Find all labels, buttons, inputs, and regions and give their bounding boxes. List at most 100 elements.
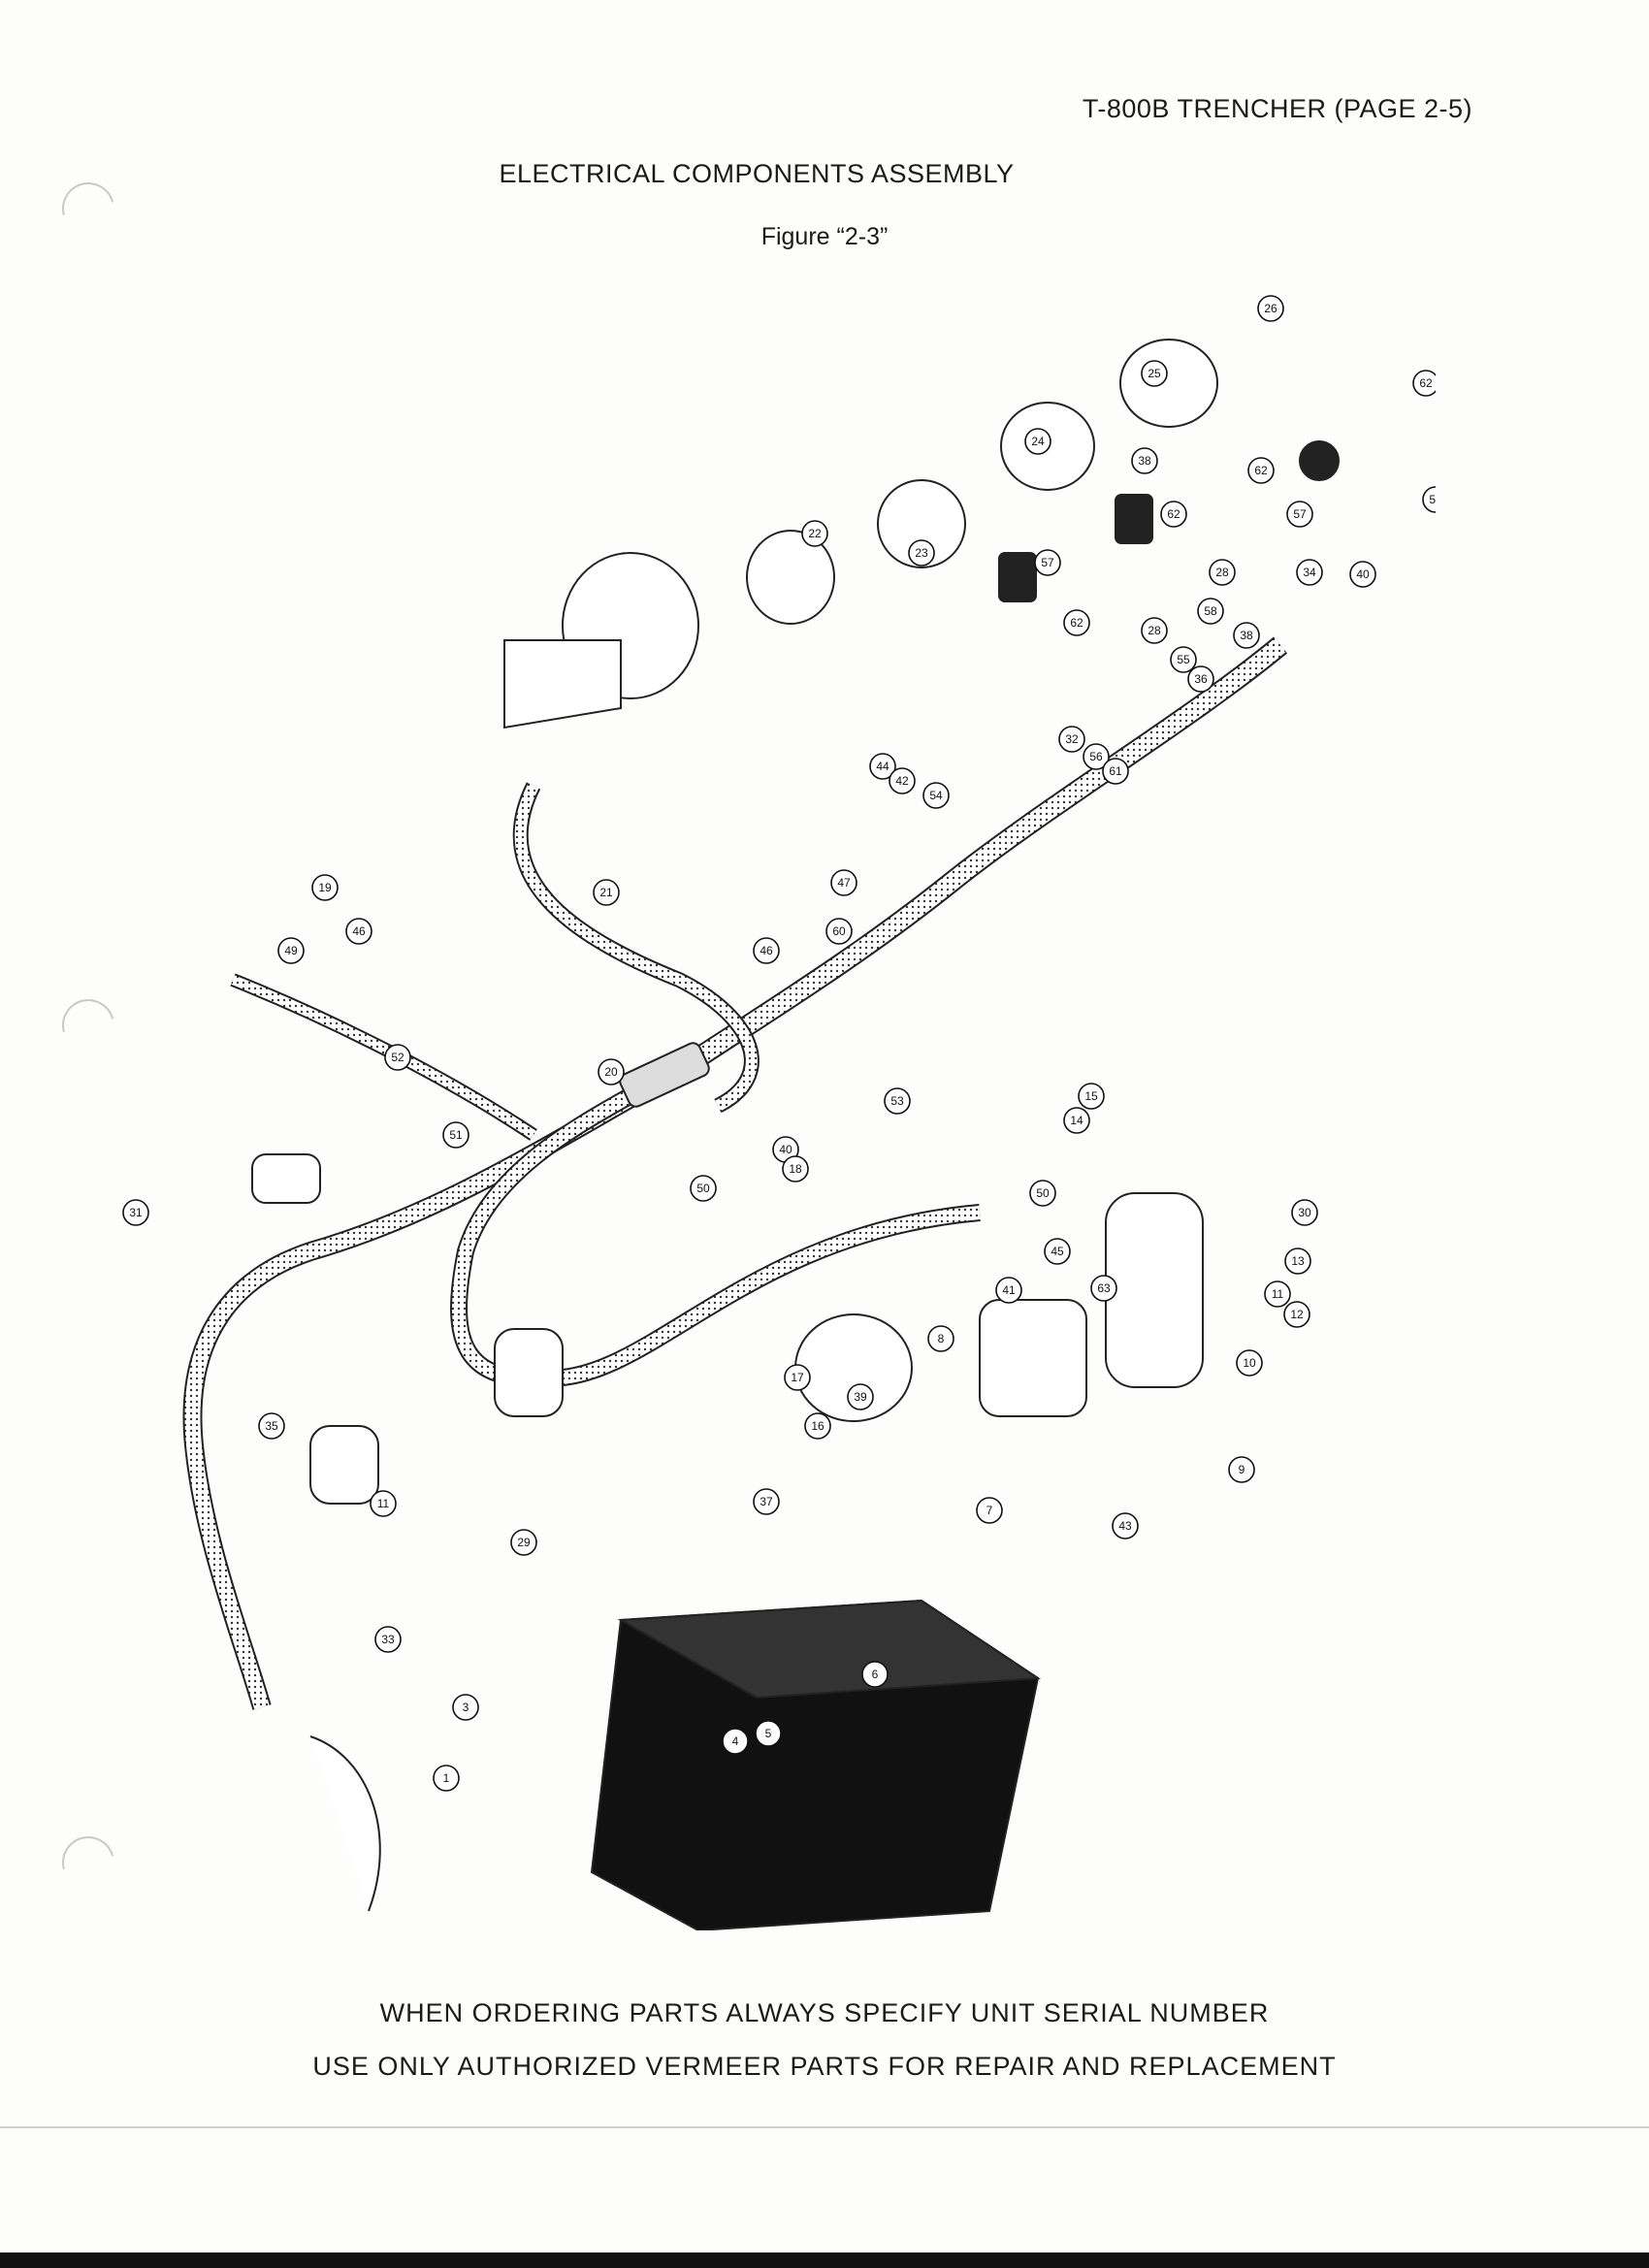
callout-label: 28 — [1148, 624, 1161, 637]
callout-label: 11 — [1272, 1287, 1284, 1301]
callout-label: 25 — [1148, 367, 1161, 380]
callout-circle — [1160, 501, 1187, 528]
callout-circle — [1058, 726, 1085, 753]
callout-circle — [755, 1720, 782, 1747]
callout-label: 4 — [732, 1734, 739, 1748]
callout-circle — [1102, 758, 1129, 785]
callout-label: 15 — [1084, 1089, 1098, 1103]
callout-circle — [927, 1325, 954, 1352]
callout-label: 38 — [1138, 454, 1151, 468]
callout-label: 24 — [1031, 435, 1045, 448]
callout-circle — [1044, 1238, 1071, 1265]
callout-circle — [1291, 1199, 1318, 1226]
callout-circle — [345, 918, 372, 945]
callout-label: 26 — [1264, 302, 1277, 315]
callout-circle — [598, 1058, 625, 1085]
callout-label: 8 — [938, 1332, 945, 1345]
callout-circle — [122, 1199, 149, 1226]
figure-label: Figure “2-3” — [760, 223, 889, 250]
callout-circle — [1233, 622, 1260, 649]
callout-circle — [908, 539, 935, 567]
callout-label: 50 — [1036, 1186, 1050, 1200]
callout-circle — [1034, 549, 1061, 576]
callout-label: 42 — [895, 774, 909, 788]
scan-border — [0, 2252, 1649, 2268]
callout-circle — [1209, 559, 1236, 586]
callout-label: 41 — [1002, 1283, 1016, 1297]
assembly-title: ELECTRICAL COMPONENTS ASSEMBLY — [499, 159, 1015, 188]
callout-label: 12 — [1290, 1308, 1304, 1321]
callout-circle — [452, 1694, 479, 1721]
callout-circle — [1063, 1107, 1090, 1134]
callout-label: 45 — [1051, 1245, 1064, 1258]
callout-circle — [753, 937, 780, 964]
callout-label: 19 — [318, 881, 332, 894]
callout-circle — [1264, 1280, 1291, 1308]
callout-label: 21 — [599, 886, 613, 899]
callout-circle — [374, 1626, 402, 1653]
callout-circle — [1247, 457, 1275, 484]
callout-circle — [593, 879, 620, 906]
callout-label: 37 — [760, 1495, 773, 1508]
callout-label: 17 — [791, 1371, 804, 1384]
callout-circle — [830, 869, 857, 896]
callout-label: 35 — [265, 1419, 278, 1433]
callout-label: 31 — [129, 1206, 143, 1219]
callout-label: 6 — [872, 1668, 879, 1681]
callout-label: 62 — [1070, 616, 1083, 630]
callout-circle — [1083, 743, 1110, 770]
callout-circle — [384, 1044, 411, 1071]
callout-label: 56 — [1089, 750, 1103, 763]
callout-label: 5 — [765, 1727, 772, 1740]
callout-label: 50 — [696, 1182, 710, 1195]
notice-authorized-parts: USE ONLY AUTHORIZED VERMEER PARTS FOR RE… — [312, 2052, 1337, 2081]
callout-label: 20 — [604, 1065, 618, 1079]
callout-circle — [884, 1087, 911, 1115]
electrical-assembly-diagram: 2625622438622759222357625728344062285855… — [122, 295, 1436, 1930]
callout-circle — [1029, 1180, 1056, 1207]
callout-label: 62 — [1167, 507, 1180, 521]
callout-circle — [1422, 486, 1436, 513]
callout-label: 62 — [1254, 464, 1268, 477]
callout-circle — [1170, 646, 1197, 673]
callout-label: 43 — [1118, 1519, 1132, 1533]
callout-label: 53 — [890, 1094, 904, 1108]
callout-circle — [277, 937, 305, 964]
callout-circle — [825, 918, 853, 945]
callout-label: 3 — [463, 1701, 469, 1714]
callout-label: 18 — [789, 1162, 802, 1176]
callout-label: 9 — [1239, 1463, 1245, 1476]
callout-circle — [782, 1155, 809, 1183]
callout-circle — [1236, 1349, 1263, 1377]
callout-circle — [1187, 665, 1214, 693]
callout-label: 40 — [779, 1143, 792, 1156]
callout-circle — [976, 1497, 1003, 1524]
callout-circle — [433, 1765, 460, 1792]
callout-label: 44 — [876, 760, 889, 773]
callout-label: 49 — [284, 944, 298, 957]
notice-serial-number: WHEN ORDERING PARTS ALWAYS SPECIFY UNIT … — [379, 1998, 1270, 2027]
callout-circle — [1412, 370, 1436, 397]
callout-label: 46 — [760, 944, 773, 957]
callout-circle — [869, 753, 896, 780]
callout-label: 7 — [986, 1504, 993, 1517]
callout-label: 11 — [377, 1497, 390, 1510]
callout-label: 54 — [929, 789, 943, 802]
callout-label: 22 — [808, 527, 822, 540]
callout-circle — [1296, 559, 1323, 586]
callout-circle — [1286, 501, 1313, 528]
callout-circle — [442, 1121, 469, 1149]
page-header: T-800B TRENCHER (PAGE 2-5) — [1082, 94, 1472, 123]
callout-label: 34 — [1303, 566, 1316, 579]
callout-circle — [510, 1529, 537, 1556]
callout-circle — [1283, 1301, 1310, 1328]
callout-circle — [847, 1383, 874, 1410]
callout-label: 14 — [1070, 1114, 1083, 1127]
callout-circle — [1257, 295, 1284, 322]
callout-circle — [311, 874, 339, 901]
callout-circle — [370, 1490, 397, 1517]
callout-circle — [995, 1277, 1022, 1304]
callout-label: 63 — [1097, 1281, 1111, 1295]
callout-label: 23 — [915, 546, 928, 560]
callout-circle — [804, 1412, 831, 1440]
